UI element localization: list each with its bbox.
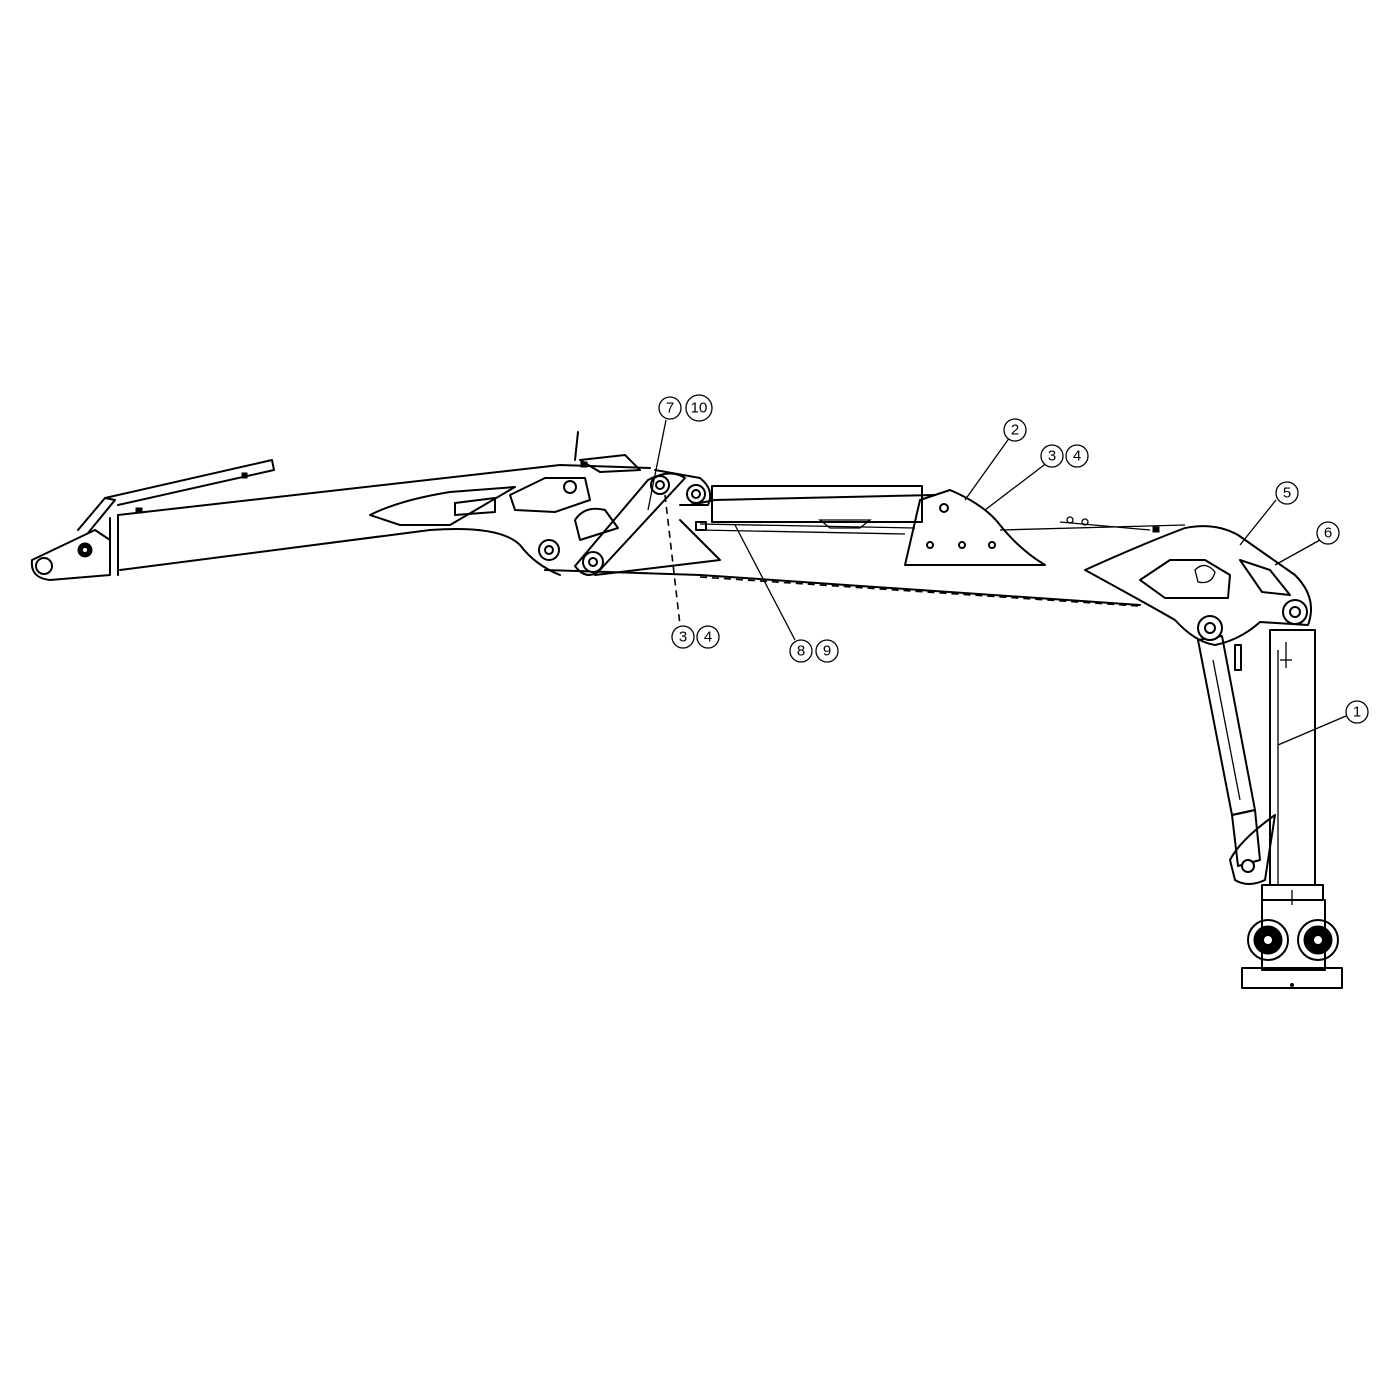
callout-6: 6 <box>1316 521 1340 545</box>
svg-text:4: 4 <box>704 629 712 646</box>
callout-7: 7 <box>658 396 682 420</box>
svg-text:1: 1 <box>1353 704 1361 721</box>
callout-5: 5 <box>1275 481 1299 505</box>
knuckle-link <box>538 469 721 576</box>
slewing-motor-left <box>1247 919 1289 961</box>
svg-text:10: 10 <box>691 400 708 417</box>
boom-head-bracket <box>1084 525 1312 646</box>
callout-10: 10 <box>685 394 713 422</box>
svg-text:4: 4 <box>1073 448 1081 465</box>
callout-4-upper: 4 <box>1065 444 1089 468</box>
jib-boom <box>117 431 651 576</box>
callout-1: 1 <box>1345 700 1369 724</box>
boom-cylinder <box>695 485 923 535</box>
extension-boom <box>30 459 275 581</box>
callout-9: 9 <box>815 639 839 663</box>
svg-text:2: 2 <box>1011 422 1019 439</box>
svg-text:6: 6 <box>1324 525 1332 542</box>
svg-text:8: 8 <box>797 643 805 660</box>
callout-4-lower: 4 <box>696 625 720 649</box>
callout-8: 8 <box>789 639 813 663</box>
svg-text:3: 3 <box>679 629 687 646</box>
svg-text:9: 9 <box>823 643 831 660</box>
callout-3-upper: 3 <box>1040 444 1064 468</box>
main-boom <box>544 489 1186 607</box>
lift-cylinder <box>1197 635 1276 885</box>
svg-text:7: 7 <box>666 400 674 417</box>
callout-3-lower: 3 <box>671 625 695 649</box>
callout-2: 2 <box>1003 418 1027 442</box>
slewing-motor-right <box>1297 919 1339 961</box>
svg-text:3: 3 <box>1048 448 1056 465</box>
svg-text:5: 5 <box>1283 485 1291 502</box>
leader-lines <box>647 419 1347 746</box>
